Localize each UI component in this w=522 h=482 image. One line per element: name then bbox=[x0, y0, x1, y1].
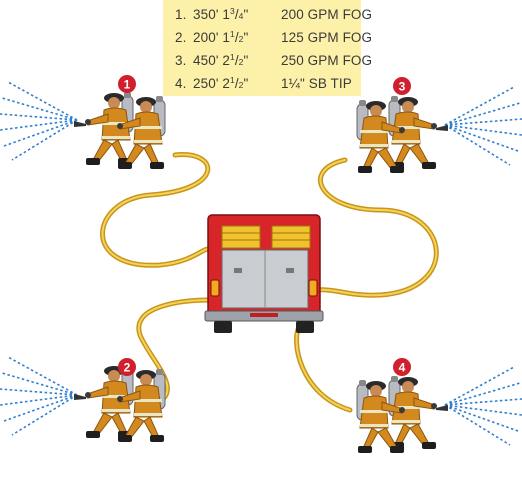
legend-dia-whole: 2 bbox=[222, 76, 230, 91]
legend-num: 3. bbox=[175, 53, 187, 68]
legend-num: 2. bbox=[175, 30, 187, 45]
crew-1 bbox=[74, 92, 165, 169]
legend-dia-den: 2 bbox=[238, 34, 244, 44]
legend-dia-whole: 1 bbox=[222, 7, 230, 22]
crew-2 bbox=[74, 365, 165, 442]
legend-dia-unit: " bbox=[243, 30, 249, 45]
crew-3 bbox=[357, 96, 448, 173]
legend-num: 4. bbox=[175, 76, 187, 91]
badge-3: 3 bbox=[393, 77, 411, 95]
legend-nozzle: 1¼" SB TIP bbox=[281, 76, 352, 91]
legend-dia-den: 4 bbox=[238, 11, 244, 21]
hose-line-1 bbox=[100, 152, 213, 268]
legend-dia-num: 3 bbox=[229, 6, 235, 16]
legend-dia-unit: " bbox=[243, 7, 249, 22]
legend-nozzle: 250 GPM FOG bbox=[281, 53, 373, 68]
spray-2 bbox=[0, 356, 78, 436]
legend-num: 1. bbox=[175, 7, 187, 22]
legend-length: 450' bbox=[193, 53, 219, 68]
legend-length: 250' bbox=[193, 76, 219, 91]
crew-4 bbox=[357, 376, 448, 453]
legend-dia-num: 1 bbox=[229, 29, 235, 39]
legend-nozzle: 200 GPM FOG bbox=[281, 7, 373, 22]
legend-length: 350' bbox=[193, 7, 219, 22]
legend-dia-num: 1 bbox=[229, 75, 235, 85]
legend-row-4: 4.250' 21/2"1¼" SB TIP bbox=[175, 75, 352, 91]
svg-text:3: 3 bbox=[399, 80, 406, 94]
legend-dia-unit: " bbox=[243, 76, 249, 91]
spray-patterns bbox=[0, 81, 522, 446]
hose-legend-box: 1.350' 13/4"200 GPM FOG 2.200' 11/2"125 … bbox=[163, 0, 372, 96]
spray-4 bbox=[444, 366, 522, 446]
svg-text:2: 2 bbox=[124, 361, 131, 375]
badge-1: 1 bbox=[118, 75, 136, 93]
legend-row-2: 2.200' 11/2"125 GPM FOG bbox=[175, 29, 373, 45]
svg-text:1: 1 bbox=[124, 78, 131, 92]
legend-dia-whole: 2 bbox=[222, 53, 230, 68]
legend-dia-num: 1 bbox=[229, 52, 235, 62]
legend-length: 200' bbox=[193, 30, 219, 45]
legend-dia-den: 2 bbox=[238, 57, 244, 67]
legend-dia-den: 2 bbox=[238, 80, 244, 90]
svg-text:4: 4 bbox=[399, 361, 406, 375]
legend-nozzle: 125 GPM FOG bbox=[281, 30, 373, 45]
legend-row-1: 1.350' 13/4"200 GPM FOG bbox=[175, 6, 373, 22]
legend-dia-unit: " bbox=[243, 53, 249, 68]
badge-4: 4 bbox=[393, 358, 411, 376]
legend-dia-whole: 1 bbox=[222, 30, 230, 45]
legend-row-3: 3.450' 21/2"250 GPM FOG bbox=[175, 52, 373, 68]
spray-3 bbox=[444, 86, 522, 166]
spray-1 bbox=[0, 81, 78, 161]
fire-engine bbox=[204, 214, 324, 333]
hose-line-3 bbox=[307, 157, 439, 298]
badge-2: 2 bbox=[118, 358, 136, 376]
